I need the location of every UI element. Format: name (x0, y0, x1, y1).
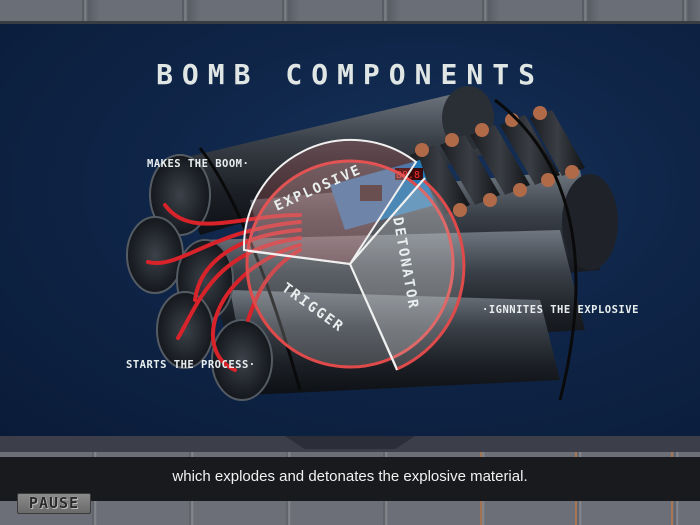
red-wires (146, 203, 302, 372)
bezel-notch (285, 436, 415, 449)
screen-title: BOMB COMPONENTS (156, 58, 544, 91)
subtitle-bar (0, 457, 700, 501)
annotation-explosive: MAKES THE BOOM· (147, 158, 250, 170)
battery-pack (410, 106, 585, 217)
display-screen: BOMB COMPONENTS (0, 24, 700, 436)
pause-button[interactable]: PAUSE (17, 493, 91, 514)
metal-wall-top (0, 0, 700, 24)
bomb-illustration: 88.8 (126, 86, 618, 401)
component-pie-chart (242, 138, 466, 371)
annotation-trigger: STARTS THE PROCESS· (126, 359, 256, 371)
subtitle-text: which explodes and detonates the explosi… (172, 468, 528, 485)
annotation-detonator: ·IGNNITES THE EXPLOSIVE (482, 304, 639, 316)
